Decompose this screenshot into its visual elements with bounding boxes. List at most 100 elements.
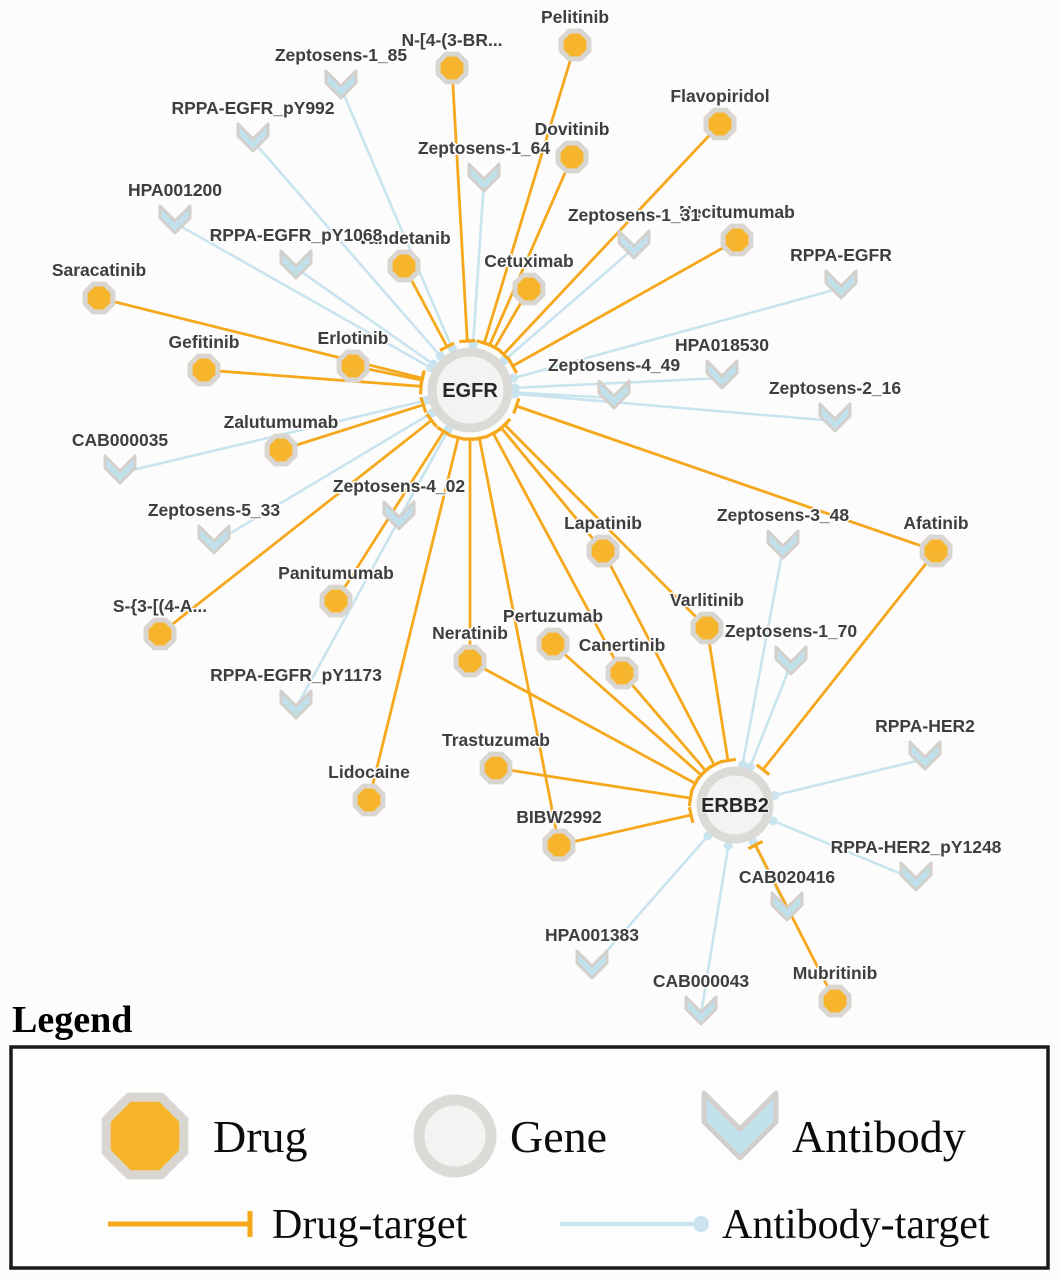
node-drug-s-3-4-a[interactable] <box>143 617 177 651</box>
edge-drug-target-s-3-4-a-egfr-tee <box>425 413 438 428</box>
edge-drug-target-varlitinib-erbb2-tee <box>719 757 737 764</box>
node-label-erlotinib: Erlotinib <box>318 328 389 348</box>
node-antibody-zeptosens-5-33[interactable] <box>197 524 231 555</box>
node-label-zeptosens-2-16: Zeptosens-2_16 <box>769 378 902 398</box>
node-label-zeptosens-4-02: Zeptosens-4_02 <box>333 476 466 496</box>
node-drug-dovitinib[interactable] <box>555 140 589 174</box>
node-antibody-rppa-egfr-py1068[interactable] <box>279 249 313 280</box>
node-drug-saracatinib[interactable] <box>82 281 116 315</box>
node-label-s-3-4-a: S-{3-[(4-A... <box>113 596 207 616</box>
edge-antibody-target-erbb2-zeptosens-3-48 <box>741 547 785 765</box>
node-label-vandetanib: Vandetanib <box>357 228 450 248</box>
node-drug-panitumumab[interactable] <box>319 584 353 618</box>
node-antibody-zeptosens-4-49[interactable] <box>597 379 631 410</box>
node-label-trastuzumab: Trastuzumab <box>442 730 550 750</box>
node-antibody-zeptosens-1-64[interactable] <box>467 162 501 193</box>
antibody-chevron-icon <box>908 740 942 771</box>
node-drug-cetuximab[interactable] <box>512 272 546 306</box>
node-label-flavopiridol: Flavopiridol <box>670 86 769 106</box>
antibody-chevron-icon <box>467 162 501 193</box>
antibody-chevron-icon <box>279 689 313 720</box>
edge-antibody-target-egfr-zeptosens-2-16-dot <box>510 389 520 399</box>
node-label-necitumumab: Necitumumab <box>679 202 795 222</box>
node-antibody-hpa001383[interactable] <box>575 949 609 980</box>
node-antibody-cab020416[interactable] <box>770 891 804 922</box>
legend-antibody-label: Antibody <box>792 1111 966 1162</box>
node-drug-lidocaine[interactable] <box>352 783 386 817</box>
node-antibody-rppa-her2[interactable] <box>908 740 942 771</box>
node-antibody-rppa-egfr-py1173[interactable] <box>279 689 313 720</box>
node-label-hpa018530: HPA018530 <box>675 335 769 355</box>
node-antibody-zeptosens-2-16[interactable] <box>818 402 852 433</box>
node-antibody-hpa001200[interactable] <box>158 204 192 235</box>
node-drug-necitumumab[interactable] <box>720 223 754 257</box>
drug-octagon-icon <box>586 534 620 568</box>
antibody-icon <box>701 1090 779 1161</box>
node-label-zeptosens-1-64: Zeptosens-1_64 <box>418 138 551 158</box>
node-drug-pertuzumab[interactable] <box>536 627 570 661</box>
edge-antibody-target-egfr-hpa018530 <box>514 376 723 390</box>
node-drug-lapatinib[interactable] <box>586 534 620 568</box>
drug-octagon-icon <box>319 584 353 618</box>
node-drug-neratinib[interactable] <box>453 644 487 678</box>
edge-drug-target-pelitinib-egfr <box>482 44 577 344</box>
node-antibody-zeptosens-1-70[interactable] <box>774 645 808 676</box>
edge-drug-target-cetuximab-egfr-tee <box>487 342 503 354</box>
edge-antibody-target-egfr-rppa-egfr <box>513 286 842 380</box>
node-antibody-zeptosens-1-85[interactable] <box>324 69 358 100</box>
node-label-varlitinib: Varlitinib <box>670 590 744 610</box>
node-drug-trastuzumab[interactable] <box>479 751 513 785</box>
drug-octagon-icon <box>143 617 177 651</box>
node-label-rppa-egfr-py1068: RPPA-EGFR_pY1068 <box>210 225 383 245</box>
node-label-neratinib: Neratinib <box>432 623 508 643</box>
edge-drug-target-varlitinib-erbb2 <box>705 627 730 761</box>
node-drug-pelitinib[interactable] <box>558 28 592 62</box>
drug-octagon-icon <box>818 984 852 1018</box>
node-drug-mubritinib[interactable] <box>818 984 852 1018</box>
antibody-chevron-icon <box>279 249 313 280</box>
antibody-chevron-icon <box>236 122 270 153</box>
edge-antibody-target-egfr-hpa001200 <box>174 221 432 369</box>
edge-drug-target-necitumumab-egfr <box>512 238 738 368</box>
node-gene-egfr[interactable]: EGFR <box>427 347 513 433</box>
edge-antibody-target-erbb2-rppa-her2 <box>774 757 926 797</box>
node-drug-canertinib[interactable] <box>605 656 639 690</box>
node-label-cetuximab: Cetuximab <box>484 251 573 271</box>
node-drug-bibw2992[interactable] <box>542 828 576 862</box>
node-antibody-rppa-her2-py1248[interactable] <box>899 861 933 892</box>
edge-drug-target-n-4-3-br-egfr-tee <box>459 339 476 344</box>
node-antibody-cab000043[interactable] <box>684 995 718 1026</box>
node-antibody-zeptosens-4-02[interactable] <box>382 500 416 531</box>
node-label-mubritinib: Mubritinib <box>793 963 878 983</box>
node-antibody-rppa-egfr[interactable] <box>824 269 858 300</box>
antibody-chevron-icon <box>774 645 808 676</box>
antibody-chevron-icon <box>324 69 358 100</box>
node-gene-erbb2[interactable]: ERBB2 <box>696 766 774 844</box>
node-label-rppa-her2-py1248: RPPA-HER2_pY1248 <box>831 837 1002 857</box>
node-antibody-rppa-egfr-py992[interactable] <box>236 122 270 153</box>
edge-drug-target-dovitinib-egfr <box>488 156 574 346</box>
node-label-hpa001383: HPA001383 <box>545 925 639 945</box>
antibody-target-dot <box>693 1216 709 1232</box>
edge-drug-target-mubritinib-erbb2-tee <box>747 840 764 851</box>
edge-drug-target-flavopiridol-egfr <box>502 123 722 356</box>
drug-octagon-icon <box>187 353 221 387</box>
node-drug-zalutumumab[interactable] <box>264 433 298 467</box>
node-antibody-hpa018530[interactable] <box>705 359 739 390</box>
drug-octagon-icon <box>387 249 421 283</box>
node-drug-afatinib[interactable] <box>919 534 953 568</box>
node-drug-gefitinib[interactable] <box>187 353 221 387</box>
node-drug-erlotinib[interactable] <box>336 349 370 383</box>
node-drug-flavopiridol[interactable] <box>703 107 737 141</box>
drug-octagon-icon <box>555 140 589 174</box>
node-drug-varlitinib[interactable] <box>690 611 724 645</box>
node-drug-n-4-3-br[interactable] <box>435 51 469 85</box>
node-antibody-zeptosens-1-31[interactable] <box>617 229 651 260</box>
edge-drug-target-panitumumab-egfr-tee <box>436 425 452 438</box>
node-antibody-zeptosens-3-48[interactable] <box>766 529 800 560</box>
node-antibody-cab000035[interactable] <box>103 454 137 485</box>
edge-antibody-target-egfr-rppa-egfr-py1173 <box>294 428 450 709</box>
legend-section: Legend Drug Gene Antibody Drug-target An… <box>9 999 1050 1270</box>
node-drug-vandetanib[interactable] <box>387 249 421 283</box>
